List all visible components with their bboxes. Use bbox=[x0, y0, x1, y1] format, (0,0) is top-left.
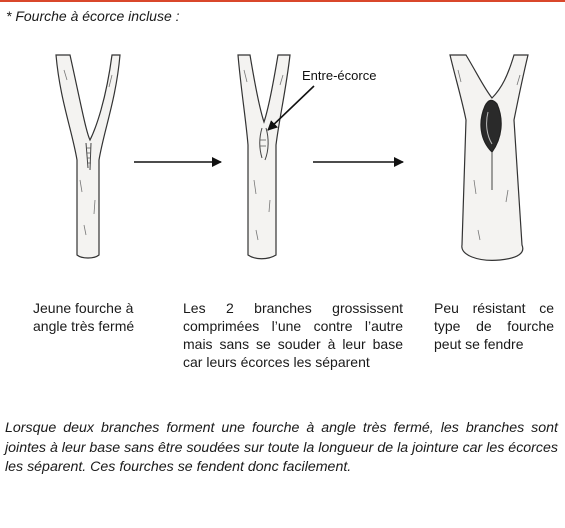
caption-young-fork: Jeune fourche à angle très fermé bbox=[33, 299, 155, 335]
caption-compressed-branches: Les 2 branches grossissent comprimées l’… bbox=[183, 299, 403, 371]
young-fork-drawing bbox=[56, 55, 120, 258]
callout-label: Entre-écorce bbox=[302, 68, 376, 83]
figure-title: * Fourche à écorce incluse : bbox=[6, 8, 180, 24]
caption-split-fork: Peu résistant ce type de fourche peut se… bbox=[434, 299, 554, 353]
explanation-paragraph: Lorsque deux branches forment une fourch… bbox=[5, 419, 558, 478]
compressed-branches-drawing bbox=[238, 55, 290, 259]
top-rule bbox=[0, 0, 565, 2]
fork-diagram: Entre-écorce bbox=[0, 40, 565, 290]
split-fork-drawing bbox=[450, 55, 528, 260]
